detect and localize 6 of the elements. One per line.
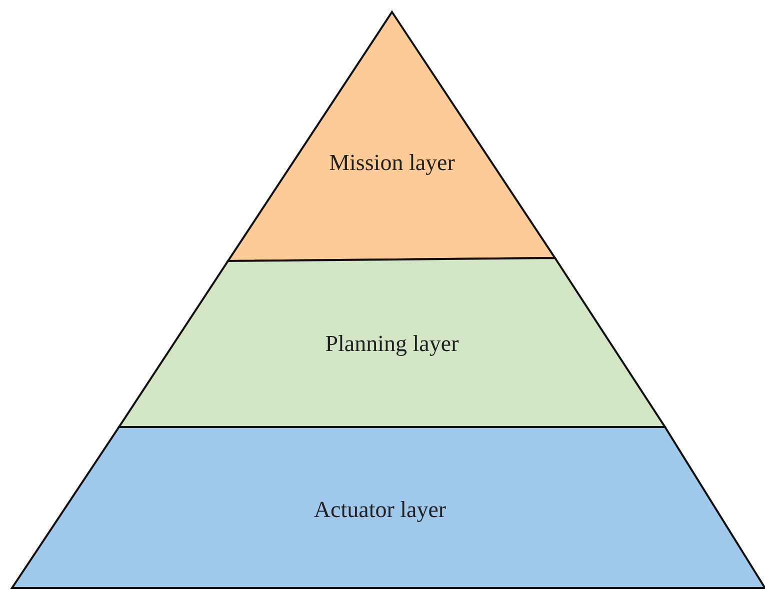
pyramid-layer <box>119 258 665 427</box>
pyramid-layer <box>12 427 765 588</box>
layer-label: Mission layer <box>328 149 456 177</box>
pyramid-layer <box>228 12 555 261</box>
layer-label: Actuator layer <box>312 496 448 524</box>
layer-label: Planning layer <box>324 330 460 358</box>
